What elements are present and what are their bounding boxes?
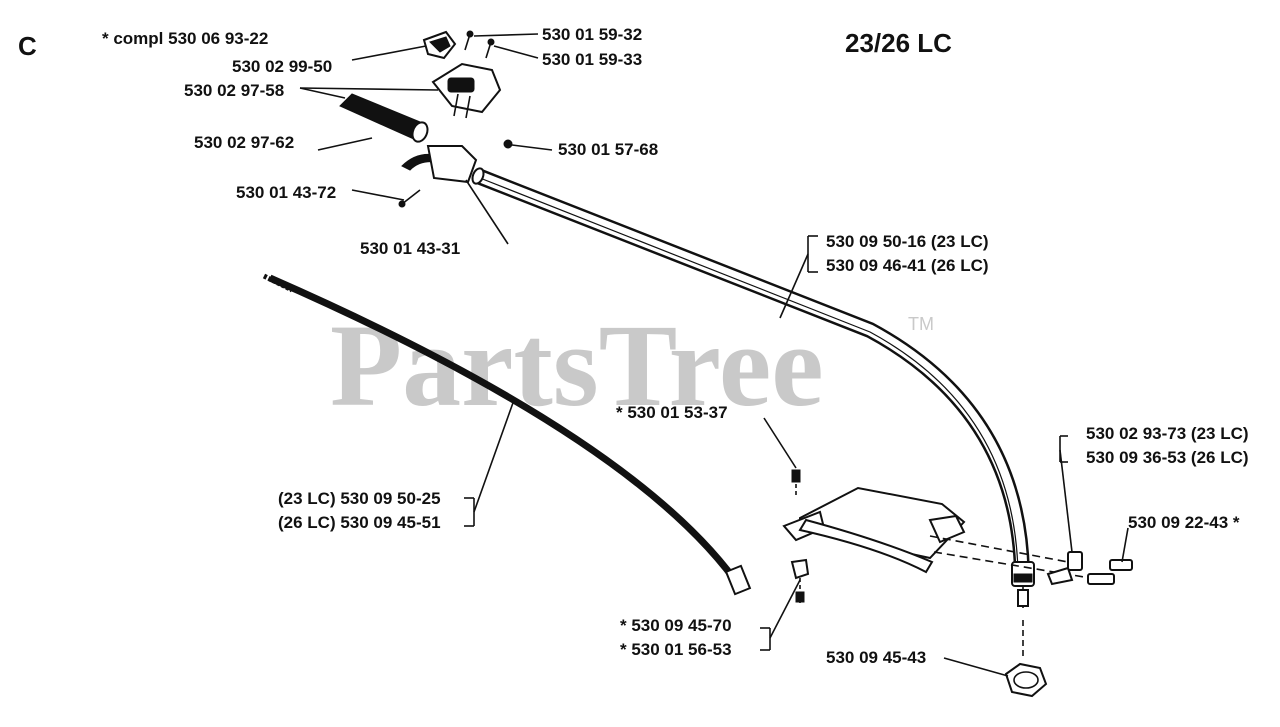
shaft-tube-part: [471, 167, 1030, 573]
model-title: 23/26 LC: [845, 28, 952, 58]
label-530-02-97-62: 530 02 97-62: [194, 133, 294, 152]
label-530-09-45-43: 530 09 45-43: [826, 648, 926, 667]
drive-cable-part: [262, 273, 752, 596]
hex-nut-part: [1004, 620, 1048, 698]
label-530-09-45-70: * 530 09 45-70: [620, 616, 732, 635]
guard-nut-part: [790, 558, 810, 606]
clamp-trigger-part: [401, 139, 513, 184]
trimmer-guard-part: [782, 486, 1091, 579]
guard-screw-part: [791, 469, 801, 498]
label-530-01-53-37: * 530 01 53-37: [616, 403, 728, 422]
watermark-trademark: TM: [908, 314, 934, 334]
label-530-01-59-33: 530 01 59-33: [542, 50, 642, 69]
label-530-09-22-43: 530 09 22-43 *: [1128, 513, 1240, 532]
label-530-01-43-31: 530 01 43-31: [360, 239, 460, 258]
bracket-screws-part: [1046, 551, 1133, 586]
label-530-02-93-73: 530 02 93-73 (23 LC): [1086, 424, 1249, 443]
screws-top-part: [464, 30, 495, 59]
section-letter: C: [18, 31, 37, 61]
label-530-01-59-32: 530 01 59-32: [542, 25, 642, 44]
label-530-01-57-68: 530 01 57-68: [558, 140, 658, 159]
label-530-09-50-16: 530 09 50-16 (23 LC): [826, 232, 989, 251]
label-530-01-43-72: 530 01 43-72: [236, 183, 336, 202]
throttle-cap-part: [422, 30, 457, 60]
label-compl: * compl 530 06 93-22: [102, 29, 268, 48]
label-530-09-50-25: (23 LC) 530 09 50-25: [278, 489, 441, 508]
leader-lines: [299, 33, 1129, 677]
watermark-text: PartsTree: [330, 300, 824, 431]
switch-housing-part: [431, 62, 502, 119]
screw-clamp-part: [398, 189, 421, 208]
handle-grip-part: [339, 93, 429, 143]
label-530-02-99-50: 530 02 99-50: [232, 57, 332, 76]
label-530-09-46-41: 530 09 46-41 (26 LC): [826, 256, 989, 275]
label-530-01-56-53: * 530 01 56-53: [620, 640, 732, 659]
label-530-09-45-51: (26 LC) 530 09 45-51: [278, 513, 441, 532]
label-530-09-36-53: 530 09 36-53 (26 LC): [1086, 448, 1249, 467]
label-530-02-97-58: 530 02 97-58: [184, 81, 284, 100]
